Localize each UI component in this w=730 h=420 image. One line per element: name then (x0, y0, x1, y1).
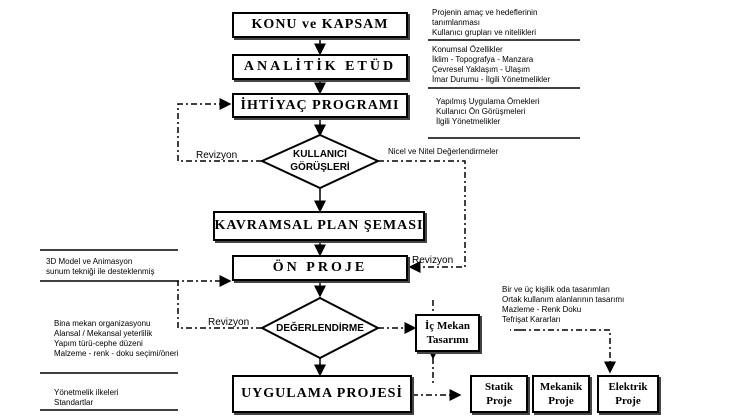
uygulama-projesi-box: UYGULAMA PROJESİ (232, 375, 412, 413)
analitik-notes: Konumsal Özellikler İklim - Topografya -… (432, 45, 550, 85)
konu-kapsam-box: KONU ve KAPSAM (232, 12, 408, 38)
note-line: Kullanıcı grupları ve nitelikleri (432, 28, 537, 37)
kullanici-line2: GÖRÜŞLERİ (290, 162, 350, 173)
ihtiyac-notes: Yapılmış Uygulama Örnekleri Kullanıcı Ön… (436, 97, 539, 127)
on-proje-box: ÖN PROJE (232, 255, 408, 281)
note-line: Yönetmelik ilkeleri (54, 388, 119, 397)
note-line: tanımlanması (432, 18, 481, 27)
ic-mekan-box: İç Mekan Tasarımı (415, 314, 480, 352)
ic-mekan-line1: İç Mekan (425, 320, 470, 332)
note-line: İlgili Yönetmelikler (436, 117, 501, 126)
oda-notes: Bir ve üç kişilik oda tasarımları Ortak … (502, 285, 624, 325)
note-line: Mazleme - Renk Doku (502, 305, 582, 314)
kavramsal-plan-box: KAVRAMSAL PLAN ŞEMASI (213, 211, 425, 241)
revizyon-label-2: Revizyon (412, 255, 454, 266)
note-line: Tefrişat Kararları (502, 315, 561, 324)
degerlendirme-decision: DEĞERLENDİRME (276, 323, 364, 334)
note-line: Bina mekan organizasyonu (54, 319, 151, 328)
ic-mekan-line2: Tasarımı (426, 334, 469, 346)
kullanici-gorusleri-decision: KULLANICI GÖRÜŞLERİ (280, 148, 360, 174)
note-line: Ortak kullanım alanlarının tasarımı (502, 295, 625, 304)
statik-line2: Proje (486, 395, 512, 407)
note-line: Malzeme - renk - doku seçimi/öneri (54, 349, 179, 358)
nicel-nitel-label: Nicel ve Nitel Değerlendirmeler (388, 147, 499, 156)
note-line: Yapılmış Uygulama Örnekleri (436, 97, 540, 106)
note-line: Konumsal Özellikler (432, 45, 503, 54)
note-line: Alansal / Mekansal yeterlilik (54, 329, 153, 338)
note-line: İklim - Topografya - Manzara (432, 55, 534, 64)
model-notes: 3D Model ve Animasyon sunum tekniği ile … (46, 257, 155, 277)
note-line: Standartlar (54, 398, 94, 407)
note-line: Yapım türü-cephe düzeni (54, 339, 143, 348)
mekanik-line2: Proje (548, 395, 574, 407)
note-line: 3D Model ve Animasyon (46, 257, 133, 266)
note-line: Çevresel Yaklaşım - Ulaşım (432, 65, 530, 74)
yonetmelik-notes: Yönetmelik ilkeleri Standartlar (54, 388, 118, 408)
revizyon-label-1: Revizyon (196, 150, 238, 161)
note-line: Bir ve üç kişilik oda tasarımları (502, 285, 611, 294)
elektrik-line2: Proje (615, 395, 641, 407)
revizyon-label-3: Revizyon (208, 317, 250, 328)
note-line: İmar Durumu - İlgili Yönetmelikler (432, 75, 551, 84)
mekanik-proje-box: Mekanik Proje (532, 375, 590, 413)
statik-line1: Statik (484, 381, 514, 393)
bina-notes: Bina mekan organizasyonu Alansal / Mekan… (54, 319, 178, 359)
note-line: Kullanıcı Ön Görüşmeleri (436, 107, 526, 116)
analitik-etud-box: ANALİTİK ETÜD (232, 54, 408, 80)
elektrik-line1: Elektrik (608, 381, 648, 393)
kullanici-line1: KULLANICI (293, 149, 347, 160)
elektrik-proje-box: Elektrik Proje (597, 375, 659, 413)
ihtiyac-programi-box: İHTİYAÇ PROGRAMI (232, 93, 408, 118)
mekanik-line1: Mekanik (539, 381, 583, 393)
statik-proje-box: Statik Proje (470, 375, 528, 413)
note-line: sunum tekniği ile desteklenmiş (46, 267, 155, 276)
konu-notes: Projenin amaç ve hedeflerinin tanımlanma… (432, 8, 537, 38)
note-line: Projenin amaç ve hedeflerinin (432, 8, 538, 17)
